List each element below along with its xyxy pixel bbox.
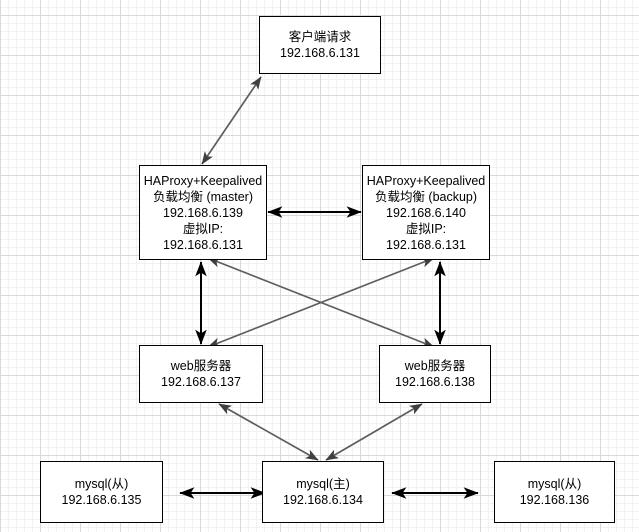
mysql-slave-left-ip: 192.168.6.135 [61, 493, 142, 507]
node-web-server-right[interactable]: web服务器 192.168.6.138 [379, 345, 491, 403]
client-request-title: 客户端请求 [288, 30, 352, 44]
connector-web-right-to-mysql-master [325, 403, 423, 461]
connector-web-left-to-mysql-master [218, 403, 319, 461]
web-left-ip: 192.168.6.137 [161, 375, 241, 389]
haproxy-backup-role: 负载均衡 (backup) [374, 189, 478, 204]
connector-client-to-master [201, 76, 262, 165]
haproxy-master-title: HAProxy+Keepalived [143, 173, 263, 188]
haproxy-master-role: 负载均衡 (master) [152, 189, 253, 204]
mysql-slave-left-title: mysql(从) [74, 477, 129, 491]
web-right-ip: 192.168.6.138 [395, 375, 475, 389]
mysql-slave-right-ip: 192.168.136 [519, 493, 590, 507]
node-client-request[interactable]: 客户端请求 192.168.6.131 [259, 16, 381, 74]
node-mysql-slave-left[interactable]: mysql(从) 192.168.6.135 [40, 461, 163, 523]
haproxy-backup-title: HAProxy+Keepalived [366, 173, 486, 188]
node-mysql-slave-right[interactable]: mysql(从) 192.168.136 [494, 461, 615, 523]
connector-master-to-web-right [207, 257, 435, 348]
web-right-title: web服务器 [404, 359, 466, 373]
haproxy-master-ip: 192.168.6.139 [163, 205, 243, 220]
web-left-title: web服务器 [170, 359, 232, 373]
haproxy-backup-vip: 192.168.6.131 [386, 237, 466, 252]
client-request-ip: 192.168.6.131 [280, 46, 360, 60]
haproxy-master-vip: 192.168.6.131 [163, 237, 243, 252]
node-mysql-master[interactable]: mysql(主) 192.168.6.134 [262, 461, 384, 523]
mysql-slave-right-title: mysql(从) [527, 477, 582, 491]
mysql-master-ip: 192.168.6.134 [283, 493, 363, 507]
node-haproxy-backup[interactable]: HAProxy+Keepalived 负载均衡 (backup) 192.168… [362, 165, 490, 260]
node-haproxy-master[interactable]: HAProxy+Keepalived 负载均衡 (master) 192.168… [139, 165, 267, 260]
node-web-server-left[interactable]: web服务器 192.168.6.137 [139, 345, 263, 403]
haproxy-backup-vip-label: 虚拟IP: [405, 221, 447, 236]
connector-backup-to-web-left [207, 257, 435, 348]
mysql-master-title: mysql(主) [296, 477, 350, 491]
haproxy-master-vip-label: 虚拟IP: [182, 221, 224, 236]
haproxy-backup-ip: 192.168.6.140 [386, 205, 466, 220]
